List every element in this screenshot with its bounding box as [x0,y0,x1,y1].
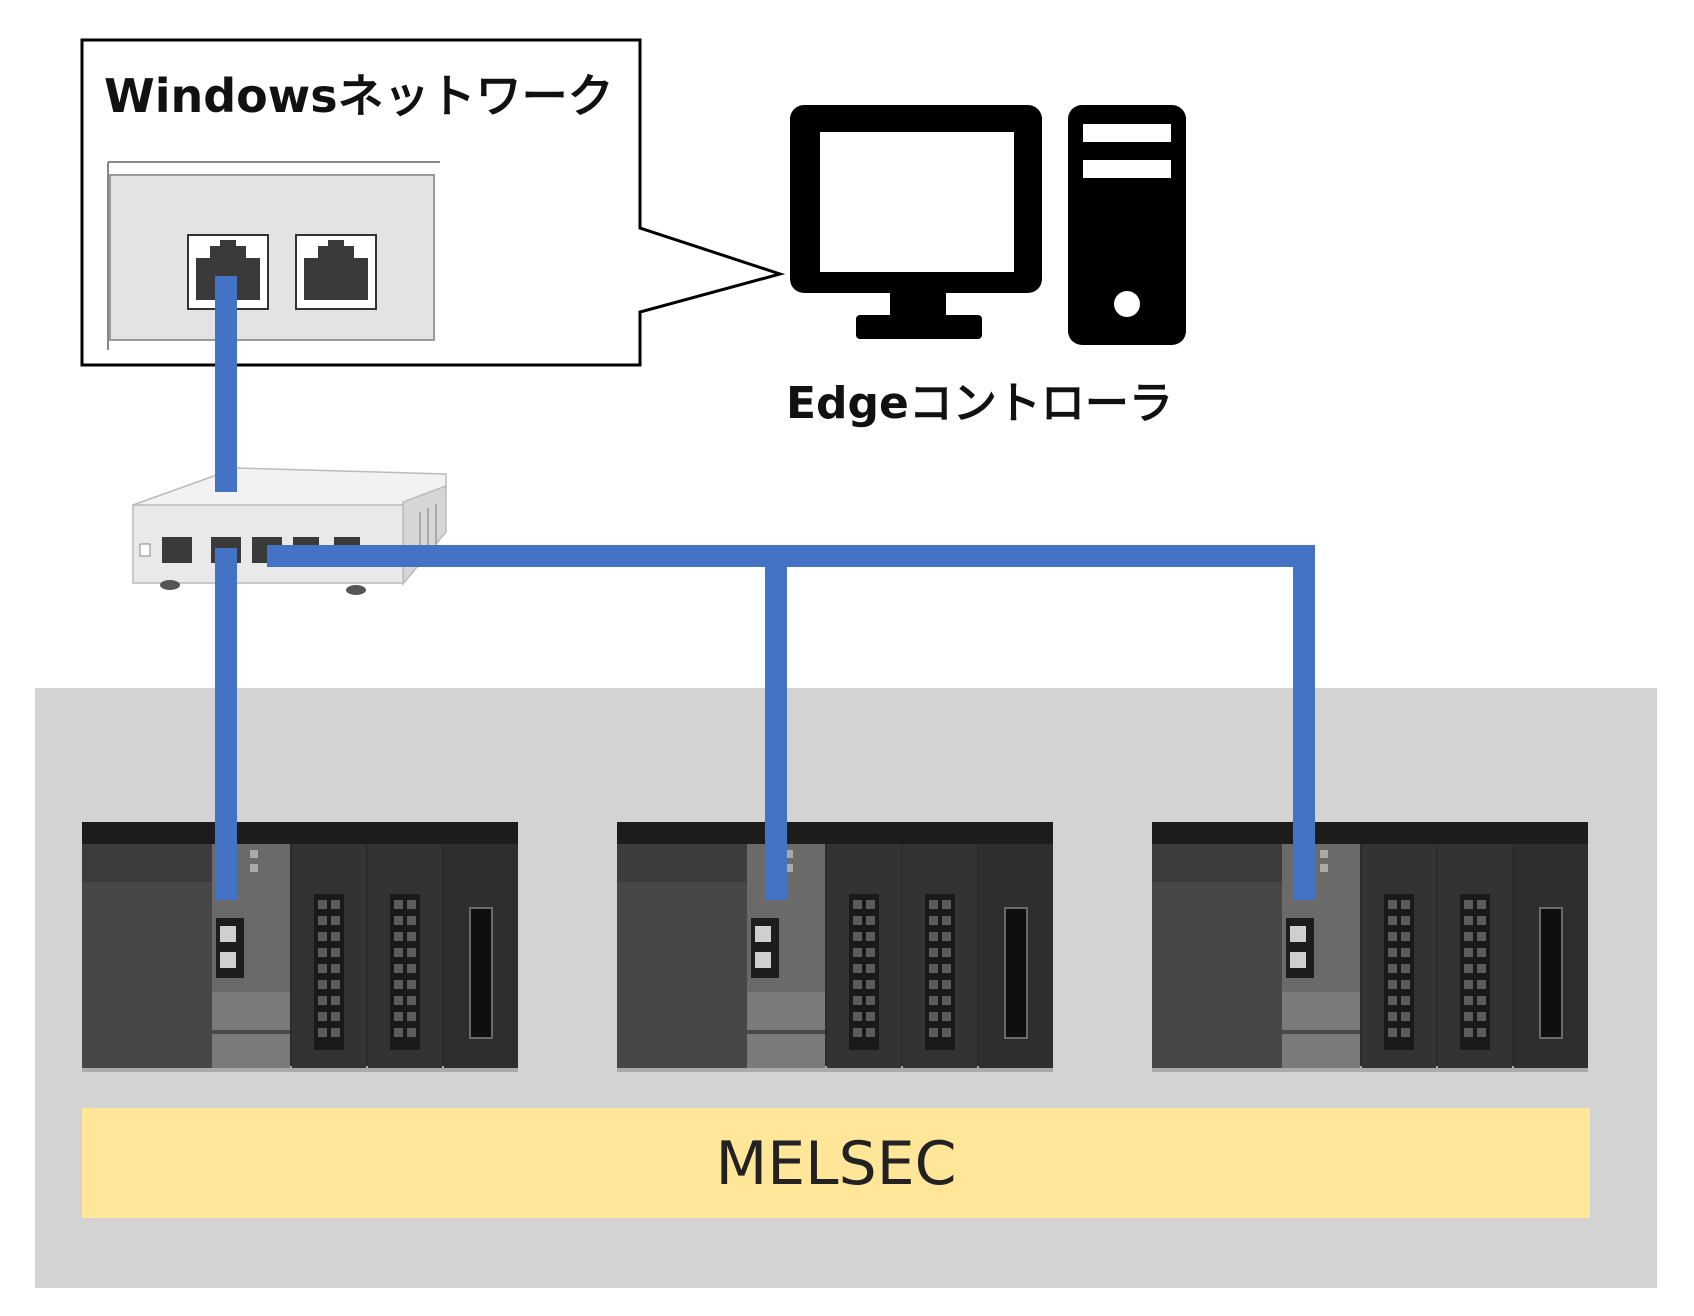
windows-network-callout: Windowsネットワーク [80,38,786,367]
network-cables [215,276,1315,900]
plc-unit-icon [1152,822,1588,1072]
plc-unit-icon [82,822,518,1072]
computer-icon [790,105,1186,345]
edge-controller-label: Edgeコントローラ [786,378,1173,429]
melsec-band [82,1108,1590,1218]
windows-network-title: Windowsネットワーク [104,69,614,123]
nic-port-2 [295,234,377,310]
network-card-icon [107,161,440,350]
melsec-label: MELSEC [716,1129,957,1199]
cable-switch-trunk [267,545,1315,900]
network-switch-icon [132,467,447,595]
plc-unit-icon [617,822,1053,1072]
